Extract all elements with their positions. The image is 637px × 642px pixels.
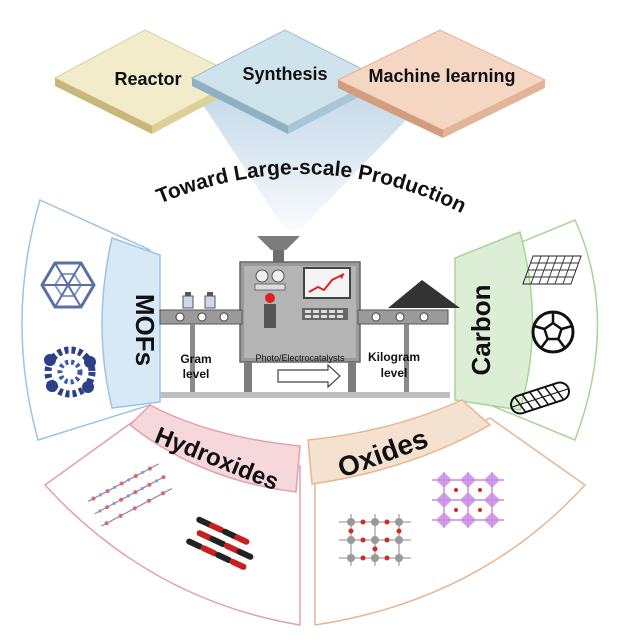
perovskite-lattice-structure (432, 472, 504, 528)
left-conveyor (159, 292, 243, 394)
machine-learning-tile: Machine learning (336, 29, 547, 138)
hydroxide-rod-cluster (186, 516, 254, 570)
fullerene-icon (531, 310, 575, 354)
red-indicator (265, 293, 275, 303)
oxide-lattice-structure (339, 514, 411, 566)
platform-tiles: Reactor Synthesis Machine learning (53, 29, 547, 230)
light-beam (190, 85, 440, 230)
monitor-screen (303, 267, 351, 299)
synthesis-label: Synthesis (242, 64, 327, 84)
oxides-sector: Oxides (307, 399, 587, 626)
gram-level-label: level (183, 367, 210, 381)
mof-hexagon-structure (40, 261, 96, 309)
nanotube-icon (510, 381, 570, 415)
product-pile (388, 280, 460, 308)
machine-learning-label: Machine learning (368, 66, 515, 86)
catalysts-label: Photo/Electrocatalysts (255, 353, 345, 363)
factory-machine: Gram level Kilogram level Photo/Electroc… (159, 236, 460, 398)
mof-network-structure (44, 346, 96, 398)
mofs-label: MOFs (130, 294, 160, 366)
carbon-sector: Carbon (454, 219, 599, 441)
carbon-label: Carbon (466, 285, 496, 376)
graphene-icon (522, 255, 582, 285)
gram-label: Gram (180, 352, 211, 366)
mofs-sector: MOFs (21, 198, 161, 441)
hopper-icon (257, 236, 300, 250)
hydroxides-sector: Hydroxides (43, 404, 301, 626)
process-arrow-icon (277, 363, 341, 389)
right-conveyor (357, 280, 460, 394)
reactor-label: Reactor (114, 69, 181, 89)
kilogram-level-label: level (381, 366, 408, 380)
kilogram-label: Kilogram (368, 350, 420, 364)
layered-hydroxide-structure (87, 463, 173, 527)
